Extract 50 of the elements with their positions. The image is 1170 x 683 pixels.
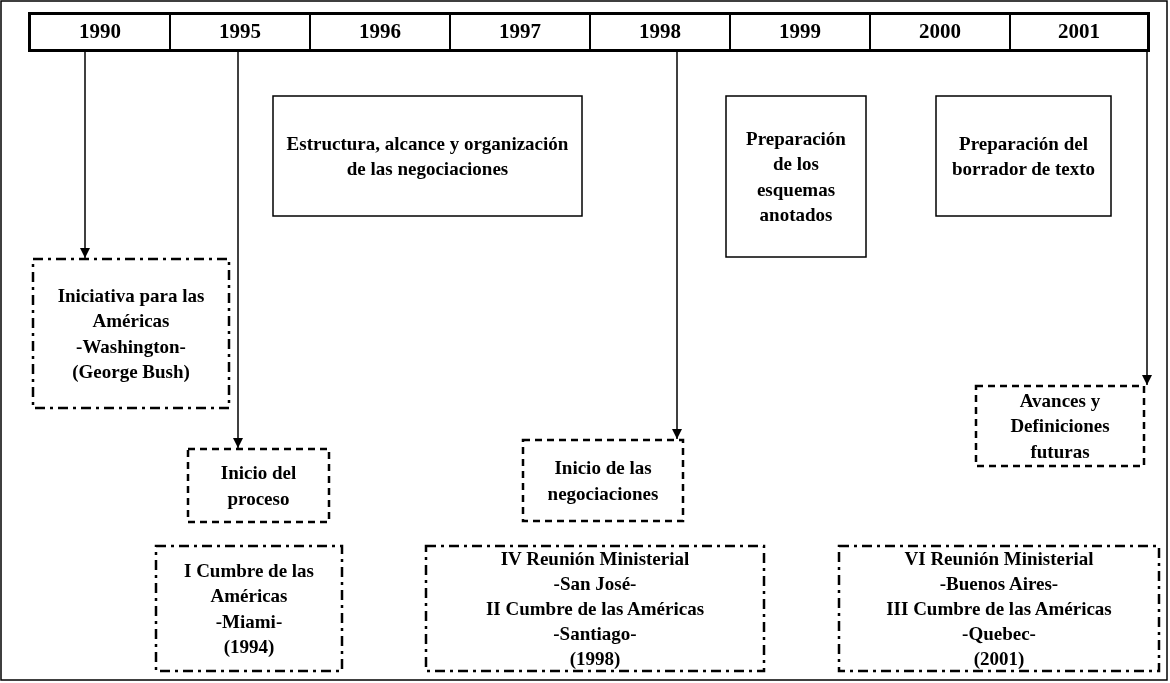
event-box	[187, 448, 330, 523]
box-text: VI Reunión Ministerial	[903, 546, 1095, 571]
year-label: 1995	[219, 18, 261, 46]
arrow	[1141, 51, 1153, 386]
phase-box	[935, 95, 1112, 217]
year-heading	[870, 14, 1010, 50]
box-text: IV Reunión Ministerial	[499, 546, 691, 571]
box-text: -Quebec-	[961, 622, 1037, 647]
box-text: Iniciativa para las Américas	[56, 284, 206, 334]
arrow	[232, 51, 244, 449]
year-label: 1999	[779, 18, 821, 46]
year-label: 1997	[499, 18, 541, 46]
box-text: (1998)	[568, 647, 622, 672]
box-text: III Cumbre de las Américas	[885, 596, 1113, 621]
box-text: -Santiago-	[552, 622, 638, 647]
year-heading	[450, 14, 590, 50]
year-label: 2000	[919, 18, 961, 46]
box-text: -Washington-	[75, 334, 187, 359]
box-text: -San José-	[552, 571, 638, 596]
box-text: Inicio de las negociaciones	[546, 456, 660, 506]
year-heading	[730, 14, 870, 50]
box-text: Estructura, alcance y organización de las negociaciones	[285, 131, 570, 181]
year-heading	[590, 14, 730, 50]
box-text: Inicio del proceso	[219, 461, 298, 511]
box-text: II Cumbre de las Américas	[484, 596, 706, 621]
event-box	[838, 545, 1160, 672]
box-text: I Cumbre de las Américas	[183, 559, 315, 609]
box-text: Preparación del borrador de texto	[950, 131, 1097, 181]
box-text: (2001)	[972, 647, 1026, 672]
year-label: 1990	[79, 18, 121, 46]
event-box	[32, 258, 230, 409]
box-text: Avances y Definiciones futuras	[1009, 389, 1111, 464]
event-box	[522, 439, 684, 522]
box-text: (George Bush)	[71, 359, 191, 384]
year-heading	[170, 14, 310, 50]
event-box	[155, 545, 343, 672]
year-label: 2001	[1058, 18, 1100, 46]
event-box	[975, 385, 1145, 467]
phase-box	[272, 95, 583, 217]
arrow	[79, 51, 91, 259]
arrow	[671, 51, 683, 440]
event-box	[425, 545, 765, 672]
year-label: 1998	[639, 18, 681, 46]
box-text: Preparación de los esquemas anotados	[745, 127, 847, 227]
box-text: -Miami-	[214, 609, 284, 634]
year-label: 1996	[359, 18, 401, 46]
box-text: (1994)	[222, 634, 276, 659]
box-text: -Buenos Aires-	[938, 571, 1060, 596]
phase-box	[725, 95, 867, 258]
year-heading	[310, 14, 450, 50]
